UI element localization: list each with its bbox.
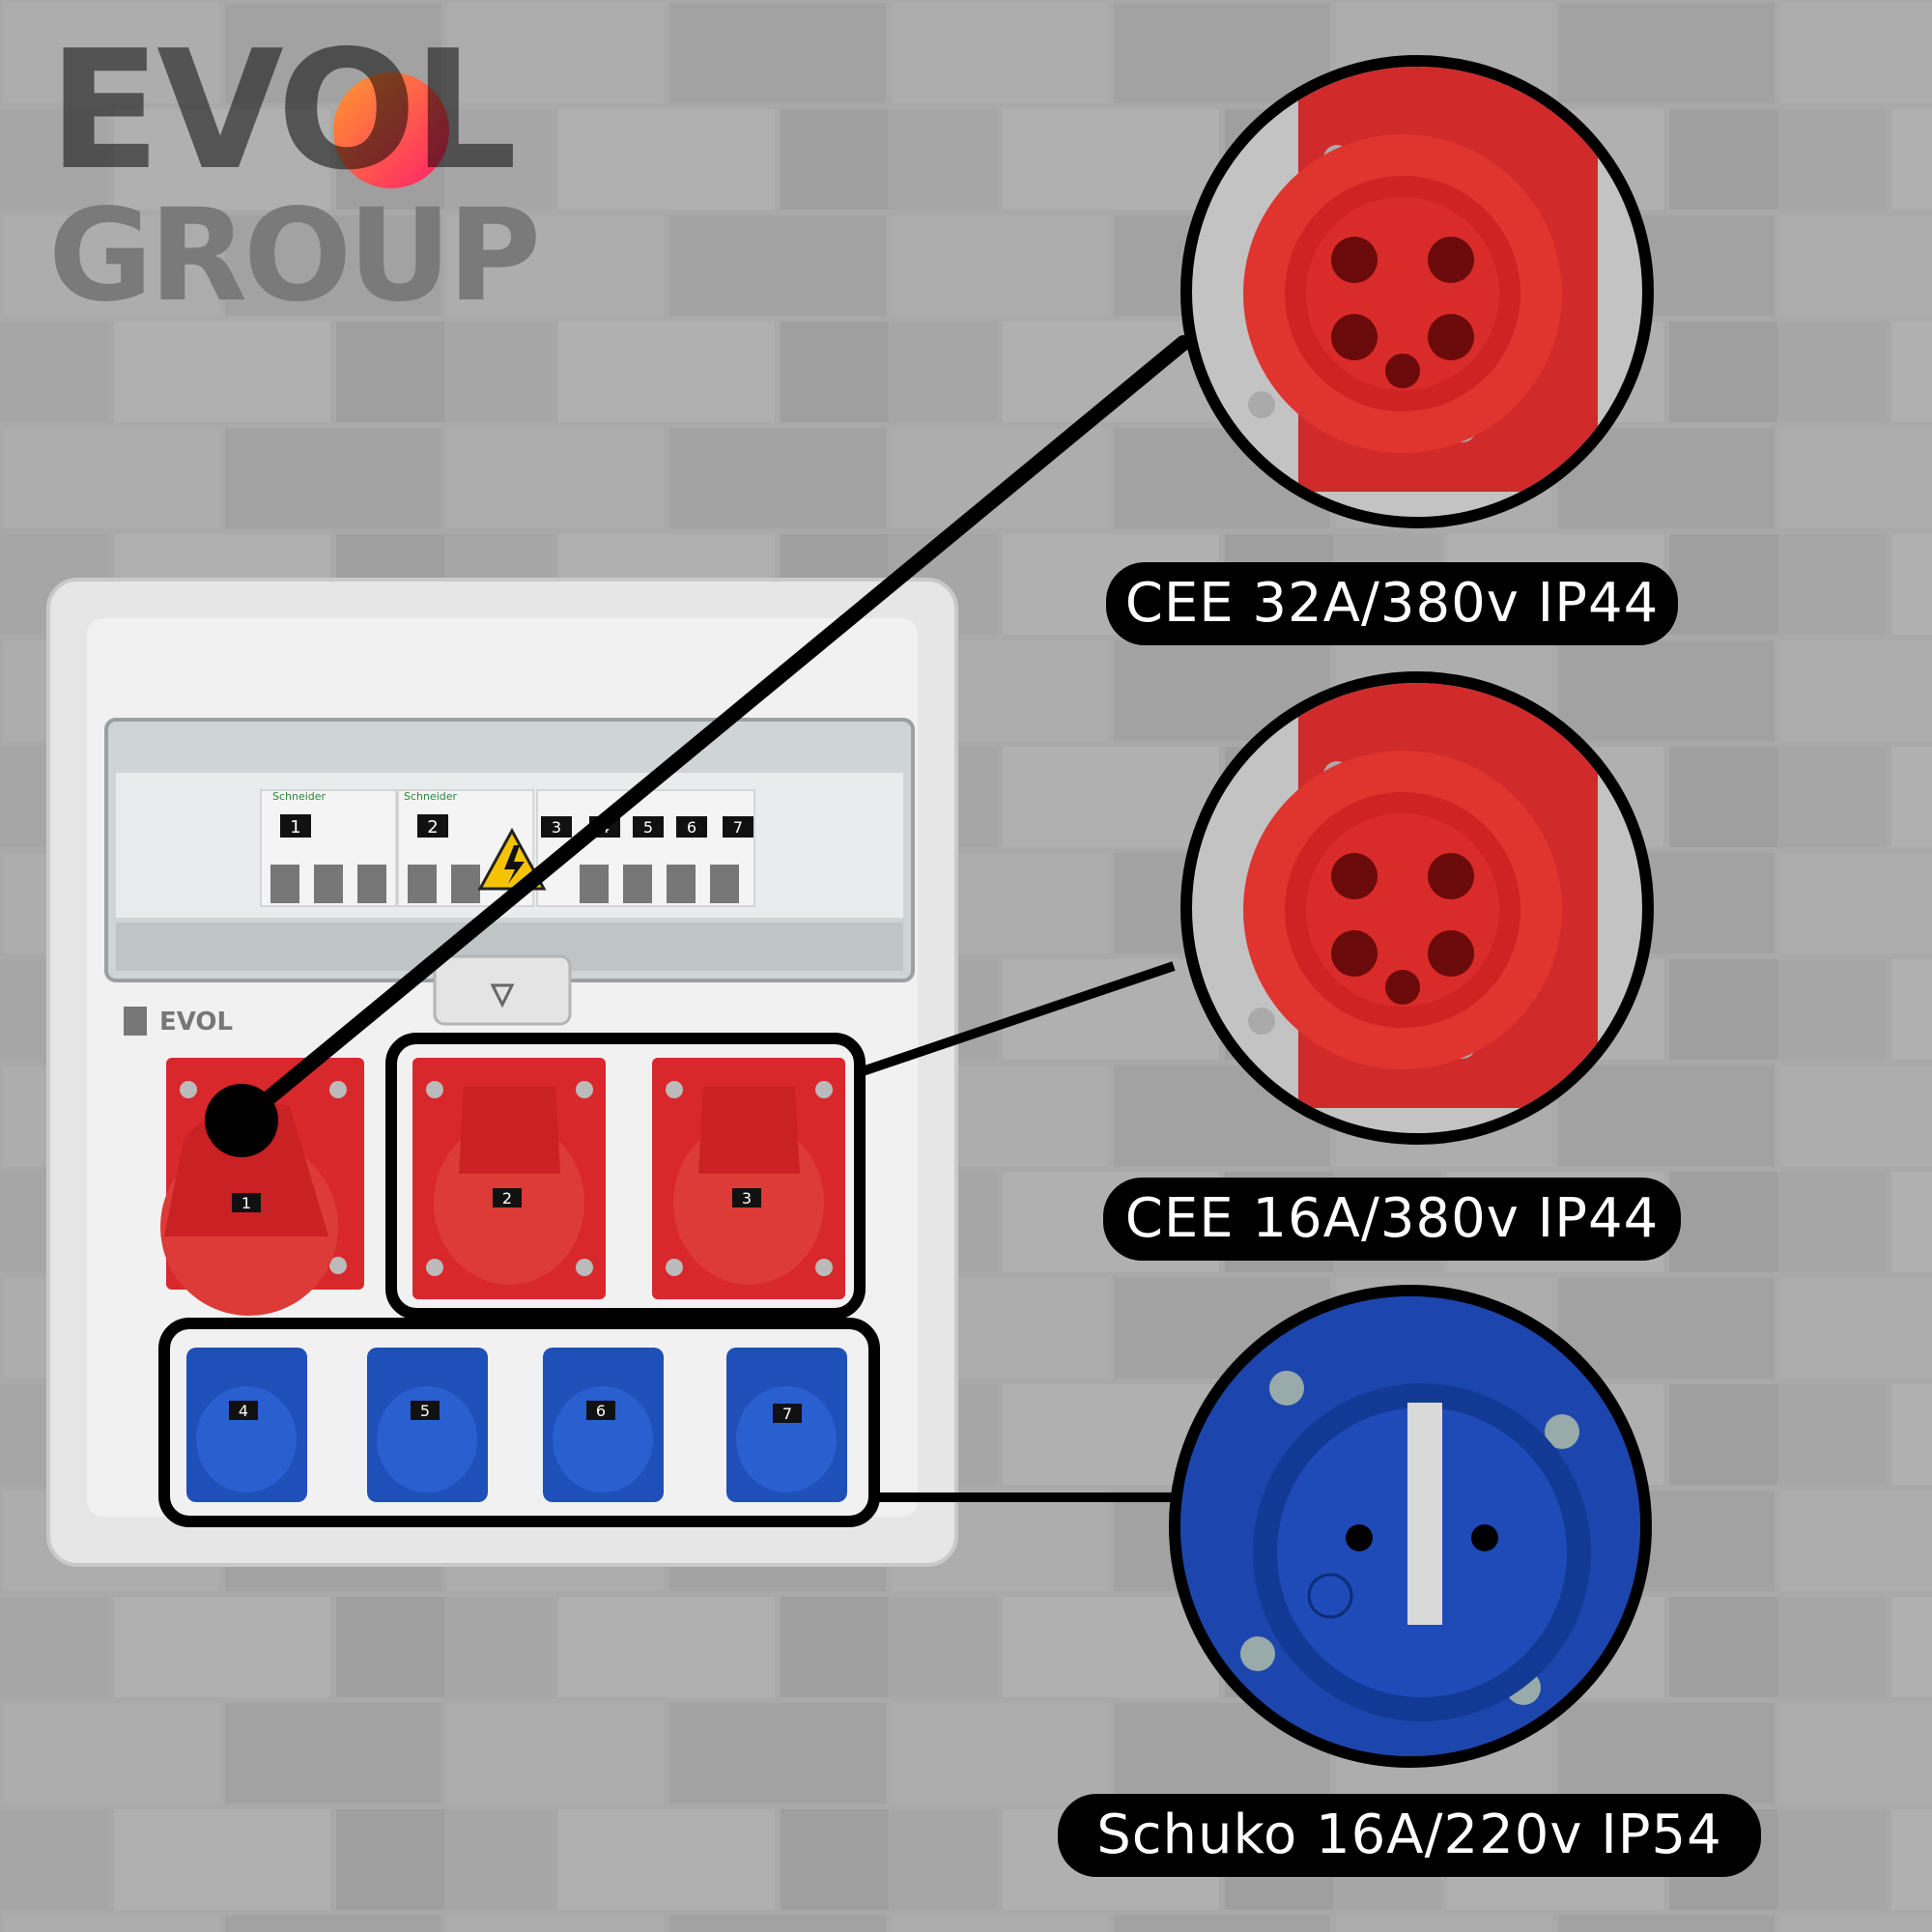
panel-brand-label: EVOL [159,1008,233,1037]
breaker-label: 1 [290,817,300,838]
socket-number: 4 [239,1402,248,1420]
red-cee-socket-32a: 1 [160,1058,364,1316]
breaker-brand-label: Schneider [272,790,327,803]
zoom-cee16-socket [1180,671,1654,1145]
cee-16a-socket-closeup [1243,683,1598,1108]
breaker-label: 3 [552,818,561,837]
logo-line-2: GROUP [48,182,541,330]
blue-schuko-socket: 7 [726,1348,847,1502]
socket-number: 2 [502,1189,512,1208]
logo-line-1: EVOL [48,15,518,207]
breaker-label: 2 [427,817,438,838]
zoom-schuko-socket [1169,1285,1652,1768]
breaker-brand-label: Schneider [404,790,458,803]
breaker-label: 6 [687,818,696,837]
socket-number: 7 [782,1405,792,1423]
breaker-label: 5 [643,818,653,837]
zoom-cee32-socket [1180,55,1654,528]
blue-schuko-socket: 5 [367,1348,488,1502]
ce-mark-icon [1307,1573,1353,1619]
socket-number: 3 [742,1189,752,1208]
red-cee-socket-16a: 2 [412,1058,606,1299]
logo-sun-icon [333,72,449,188]
callout-label-schuko: Schuko 16A/220v IP54 [1058,1794,1761,1877]
schuko-socket-closeup [1180,1296,1640,1756]
blue-schuko-socket: 6 [543,1348,664,1502]
socket-number: 5 [420,1402,430,1420]
callout-label-cee32: CEE 32A/380v IP44 [1106,562,1678,645]
breaker-label: 7 [733,818,743,837]
schuko-group-frame [158,1318,880,1527]
callout-dot-cee32 [205,1084,278,1157]
cee16-group-frame [385,1033,866,1320]
socket-number: 1 [242,1194,251,1212]
callout-label-cee16: CEE 16A/380v IP44 [1103,1178,1681,1261]
cee-32a-socket-closeup [1243,67,1598,492]
blue-schuko-socket: 4 [186,1348,307,1502]
logo: EVOL GROUP [39,15,580,328]
red-cee-socket-16a: 3 [652,1058,845,1299]
callout-line-cee16 [858,961,1176,1077]
callout-line-cee32 [234,335,1191,1128]
socket-number: 6 [596,1402,606,1420]
